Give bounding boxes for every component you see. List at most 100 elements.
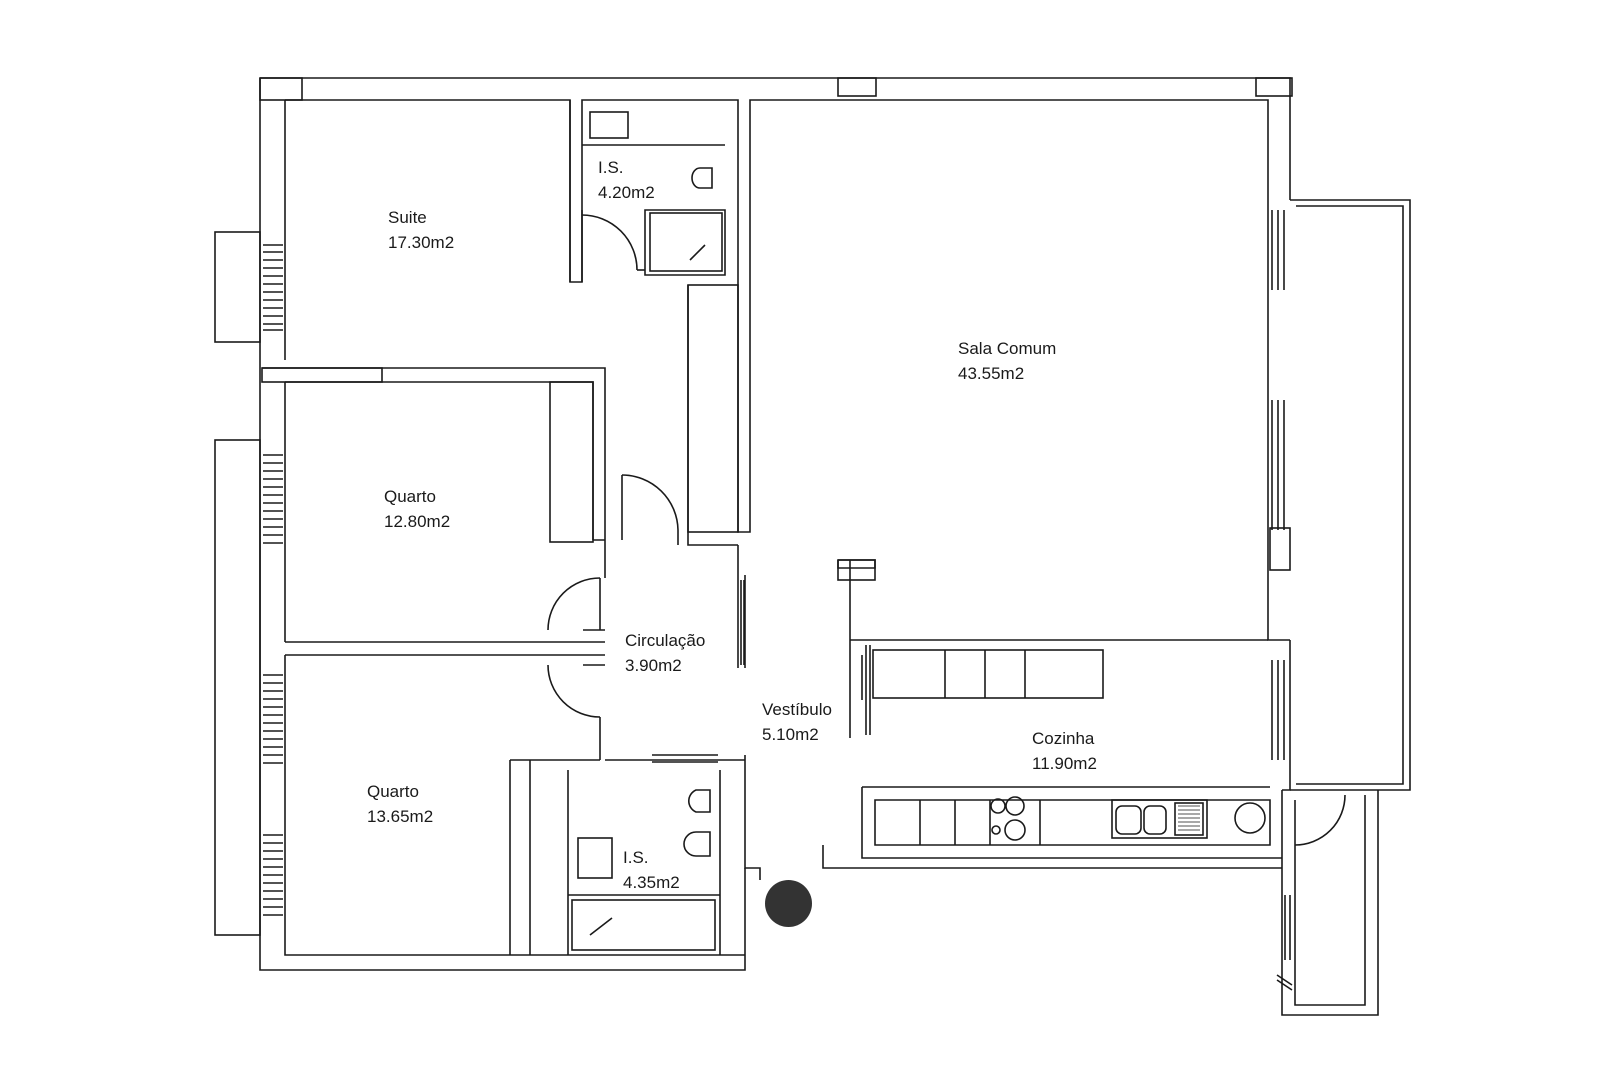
- window-sala-1: [1271, 210, 1285, 290]
- corridor-closet-line: [687, 285, 738, 546]
- room-name-cozinha: Cozinha: [1032, 729, 1095, 748]
- door-is-bottom-marks: [652, 754, 718, 763]
- service-balcony: [1276, 790, 1379, 1016]
- kitchen-sliding-marks: [865, 645, 871, 735]
- bathroom-top-walls: [569, 100, 726, 282]
- sink-bowl-1: [1115, 805, 1142, 835]
- hob-burner-3: [991, 825, 1001, 835]
- service-balcony-walls: [1281, 790, 1379, 1016]
- suite-wall-hatch: [261, 367, 383, 383]
- quarto-1-wardrobe: [549, 381, 594, 543]
- window-kitchen: [1271, 660, 1285, 760]
- room-name-is-bottom: I.S.: [623, 848, 649, 867]
- label-suite: Suite 17.30m2: [388, 205, 454, 255]
- window-quarto-2a: [263, 674, 283, 764]
- window-quarto-2b: [263, 834, 283, 916]
- bedroom-partitions: [261, 367, 606, 955]
- kitchen-upper-dividers: [944, 650, 1026, 698]
- sink-bowl-2: [1143, 805, 1167, 835]
- shower-tray-top: [649, 212, 723, 272]
- bathroom-top-counter: [589, 111, 629, 139]
- kitchen-counter-dividers: [919, 800, 1041, 845]
- kitchen-upper-cabinets: [872, 649, 1104, 699]
- sink-drainer-hatch: [1178, 805, 1200, 831]
- exterior-wall-inner: [285, 99, 1290, 641]
- service-window-marks: [1276, 895, 1293, 991]
- north-point-dot-icon: [765, 880, 812, 927]
- right-balcony-outline: [1290, 199, 1411, 791]
- sliding-door-marks: [740, 580, 745, 665]
- label-circulacao: Circulação 3.90m2: [625, 628, 705, 678]
- label-sala-comum: Sala Comum 43.55m2: [958, 336, 1056, 386]
- label-quarto-2: Quarto 13.65m2: [367, 779, 433, 829]
- shower-drain-mark: [689, 244, 706, 261]
- wall-notch-top-right: [1255, 77, 1293, 97]
- room-name-quarto-2: Quarto: [367, 782, 419, 801]
- living-walls: [737, 545, 1268, 738]
- label-is-top: I.S. 4.20m2: [598, 155, 655, 205]
- door-quarto-1-swing: [547, 577, 601, 631]
- room-area-is-top: 4.20m2: [598, 183, 655, 202]
- room-area-is-bottom: 4.35m2: [623, 873, 680, 892]
- kitchen-counter: [822, 786, 1282, 869]
- sink-drainer: [1174, 802, 1204, 836]
- room-area-sala-comum: 43.55m2: [958, 364, 1025, 383]
- wall-notch-top-mid: [837, 77, 877, 97]
- door-quarto-2-swing: [547, 664, 601, 718]
- sala-kitchen-wall: [837, 559, 1268, 738]
- room-name-vestibulo: Vestíbulo: [762, 700, 832, 719]
- label-cozinha: Cozinha 11.90m2: [1032, 726, 1097, 776]
- window-suite: [263, 244, 283, 331]
- washing-machine: [1234, 802, 1266, 834]
- quarto-2-wardrobe: [509, 759, 600, 955]
- corridor-closet: [687, 284, 739, 533]
- bathroom-bottom-counter: [577, 837, 613, 879]
- hob-burner-1: [990, 798, 1006, 814]
- kitchen: [822, 649, 1282, 869]
- room-name-circulacao: Circulação: [625, 631, 706, 650]
- label-vestibulo: Vestíbulo 5.10m2: [762, 697, 832, 747]
- room-name-quarto-1: Quarto: [384, 487, 436, 506]
- window-sala-2: [1271, 400, 1285, 530]
- vestibulo-divider: [737, 545, 746, 668]
- door-circ-swing: [621, 474, 679, 531]
- bathroom-bottom-walls: [567, 755, 761, 955]
- room-area-suite: 17.30m2: [388, 233, 455, 252]
- right-balcony-inner: [1296, 205, 1404, 785]
- sink: [1111, 799, 1208, 839]
- room-name-is-top: I.S.: [598, 158, 624, 177]
- room-area-vestibulo: 5.10m2: [762, 725, 819, 744]
- door-circ-leaf: [621, 475, 679, 545]
- wall-stub-sala: [837, 559, 876, 581]
- room-name-suite: Suite: [388, 208, 427, 227]
- toilet-top: [691, 167, 713, 189]
- left-balconies: [214, 231, 283, 936]
- room-area-quarto-1: 12.80m2: [384, 512, 451, 531]
- balcony-quartos: [214, 439, 261, 936]
- right-balcony: [1269, 199, 1411, 791]
- toilet-bottom-2: [683, 831, 711, 857]
- room-name-sala-comum: Sala Comum: [958, 339, 1057, 358]
- quarto-1-circ-wall: [285, 539, 606, 656]
- room-area-cozinha: 11.90m2: [1032, 754, 1097, 773]
- label-is-bottom: I.S. 4.35m2: [623, 845, 680, 895]
- label-quarto-1: Quarto 12.80m2: [384, 484, 450, 534]
- toilet-bottom-1: [688, 789, 711, 813]
- hob-burner-2: [1005, 796, 1025, 816]
- balcony-suite: [214, 231, 261, 343]
- bathroom-top: [569, 100, 739, 546]
- window-quarto-1: [263, 454, 283, 544]
- bathtub-mark: [589, 917, 613, 936]
- wall-left-inner: [284, 100, 745, 956]
- hob-burner-4: [1004, 819, 1026, 841]
- door-service-swing: [1294, 794, 1346, 846]
- door-is-top-swing: [581, 214, 638, 271]
- room-area-quarto-2: 13.65m2: [367, 807, 434, 826]
- bathroom-bottom: [567, 754, 761, 955]
- wall-notch-top-left: [259, 77, 303, 101]
- circ-jamb-marks: [583, 629, 605, 666]
- bathtub: [571, 899, 716, 951]
- room-area-circulacao: 3.90m2: [625, 656, 682, 675]
- window-sala-3: [1269, 527, 1291, 571]
